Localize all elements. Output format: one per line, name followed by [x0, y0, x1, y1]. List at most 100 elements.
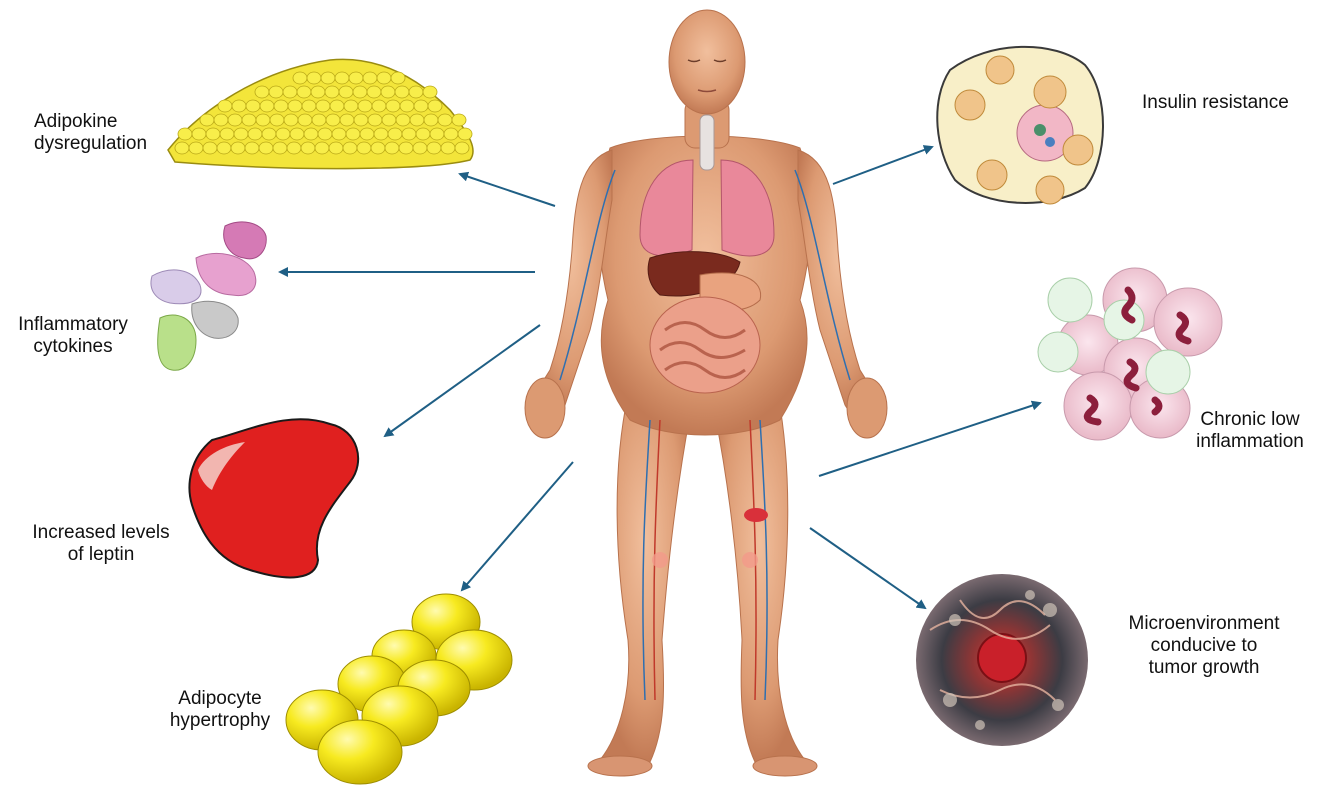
- fat-droplet: [372, 100, 386, 112]
- fat-droplet: [231, 142, 245, 154]
- fat-droplet: [395, 86, 409, 98]
- fat-droplet: [248, 128, 262, 140]
- right-foot: [753, 756, 817, 776]
- fat-droplet: [326, 114, 340, 126]
- fat-droplet: [192, 128, 206, 140]
- fat-droplet: [178, 128, 192, 140]
- left-hand: [525, 378, 565, 438]
- fat-droplet: [228, 114, 242, 126]
- fat-droplet: [283, 86, 297, 98]
- fat-droplet: [217, 142, 231, 154]
- right-arm: [798, 150, 882, 416]
- tumor-microenvironment-image: [916, 574, 1088, 746]
- fat-droplet: [363, 72, 377, 84]
- fat-droplet: [307, 72, 321, 84]
- arrow-to-leptin: [385, 325, 540, 436]
- adipocyte-spheres-image: [286, 594, 512, 784]
- fat-droplet: [330, 100, 344, 112]
- right-leg: [715, 395, 805, 762]
- fat-droplet: [189, 142, 203, 154]
- fat-droplet: [353, 86, 367, 98]
- fat-droplet: [269, 86, 283, 98]
- fat-droplet: [385, 142, 399, 154]
- label-line: tumor growth: [1108, 657, 1300, 679]
- fat-droplet: [274, 100, 288, 112]
- fat-droplet: [273, 142, 287, 154]
- fat-droplet: [276, 128, 290, 140]
- fat-droplet: [220, 128, 234, 140]
- fat-droplet: [293, 72, 307, 84]
- label-line: Adipokine: [34, 111, 147, 133]
- fat-droplet: [423, 86, 437, 98]
- fat-droplet: [382, 114, 396, 126]
- fat-droplet: [332, 128, 346, 140]
- fat-droplet: [175, 142, 189, 154]
- fat-droplet: [343, 142, 357, 154]
- fat-droplet: [358, 100, 372, 112]
- fat-droplet: [339, 86, 353, 98]
- fat-droplet: [287, 142, 301, 154]
- fat-droplet: [386, 100, 400, 112]
- label-chronic-low-inflammation: Chronic low inflammation: [1180, 409, 1320, 453]
- fat-droplet: [357, 142, 371, 154]
- fat-droplet: [206, 128, 220, 140]
- fat-droplet: [234, 128, 248, 140]
- fat-droplet: [414, 100, 428, 112]
- fat-droplet: [335, 72, 349, 84]
- fat-droplet: [218, 100, 232, 112]
- cytokines-image: [151, 222, 266, 370]
- trachea: [700, 115, 714, 170]
- label-line: inflammation: [1180, 431, 1320, 453]
- fat-droplet: [416, 128, 430, 140]
- left-foot: [588, 756, 652, 776]
- left-leg: [600, 395, 690, 762]
- fat-droplet: [262, 128, 276, 140]
- label-line: conducive to: [1108, 635, 1300, 657]
- label-line: of leptin: [18, 544, 184, 566]
- fat-droplet: [297, 86, 311, 98]
- fat-droplet: [329, 142, 343, 154]
- fat-droplet: [318, 128, 332, 140]
- fat-droplet: [374, 128, 388, 140]
- arrow-to-adipokine: [460, 174, 555, 206]
- fat-droplet: [270, 114, 284, 126]
- fat-droplet: [360, 128, 374, 140]
- fat-droplet: [200, 114, 214, 126]
- fat-droplet: [452, 114, 466, 126]
- fat-droplet: [430, 128, 444, 140]
- fat-droplet: [399, 142, 413, 154]
- label-line: Insulin resistance: [1142, 92, 1289, 114]
- fat-droplet: [203, 142, 217, 154]
- fat-droplet: [458, 128, 472, 140]
- fat-droplet: [298, 114, 312, 126]
- fat-droplet: [284, 114, 298, 126]
- fat-droplet: [312, 114, 326, 126]
- fat-droplet: [444, 128, 458, 140]
- adipose-tissue-image: [168, 59, 473, 168]
- fat-droplet: [290, 128, 304, 140]
- fat-droplet: [396, 114, 410, 126]
- head: [669, 10, 745, 114]
- fat-droplet: [409, 86, 423, 98]
- label-increased-leptin: Increased levels of leptin: [18, 522, 184, 566]
- label-line: cytokines: [8, 336, 138, 358]
- fat-droplet: [354, 114, 368, 126]
- fat-droplet: [259, 142, 273, 154]
- fat-droplet: [315, 142, 329, 154]
- left-arm: [528, 150, 612, 416]
- fat-droplet: [371, 142, 385, 154]
- fat-droplet: [428, 100, 442, 112]
- label-line: Chronic low: [1180, 409, 1320, 431]
- fat-droplet: [388, 128, 402, 140]
- fat-droplet: [321, 72, 335, 84]
- fat-droplet: [427, 142, 441, 154]
- human-body-figure: [525, 10, 887, 776]
- fat-droplet: [368, 114, 382, 126]
- label-microenvironment: Microenvironment conducive to tumor grow…: [1108, 613, 1300, 679]
- fat-droplet: [288, 100, 302, 112]
- arrow-to-insulin: [833, 147, 932, 184]
- fat-droplet: [340, 114, 354, 126]
- fat-droplet: [325, 86, 339, 98]
- right-hand: [847, 378, 887, 438]
